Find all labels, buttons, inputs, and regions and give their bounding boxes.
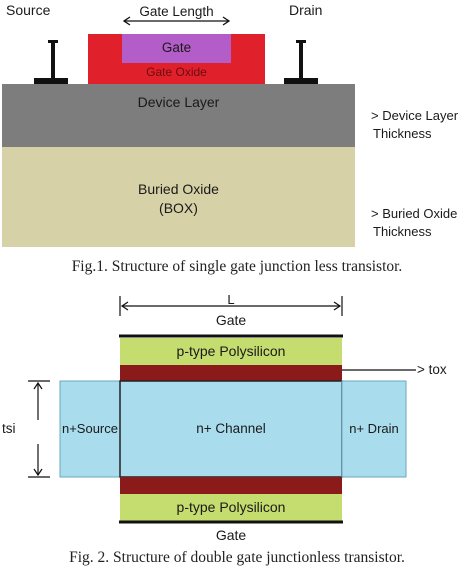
gate-label: Gate [161,40,192,55]
right-spacer [231,34,265,84]
drain-contact [284,40,318,84]
bottom-gate-oxide [120,477,342,494]
buried-oxide-thickness-label-line2: Thickness [373,224,432,239]
figure2-caption: Fig. 2. Structure of double gate junctio… [69,549,405,566]
device-layer [2,84,355,147]
source-contact [34,40,68,84]
tsi-label: tsi [2,421,16,436]
gate-oxide-label: Gate Oxide [146,65,207,79]
gate-length-arrow [122,16,231,26]
length-dimension [119,296,343,316]
drain-label-fig2: n+ Drain [349,421,399,436]
length-label: L [227,292,235,307]
buried-oxide-label: Buried Oxide [138,181,219,197]
top-polysilicon-label: p-type Polysilicon [176,343,286,359]
drain-label: Drain [289,2,323,18]
drain-region [341,380,407,478]
top-polysilicon [120,338,342,365]
buried-oxide-layer [2,147,355,247]
gate-block [122,34,231,63]
gate-length-label: Gate Length [139,4,214,19]
source-label-fig2: n+Source [61,421,118,436]
figure1-caption: Fig.1. Structure of single gate junction… [71,258,403,275]
left-spacer [88,34,122,84]
device-layer-thickness-label-line2: Thickness [373,126,432,141]
source-region [59,380,121,478]
source-label: Source [6,2,51,18]
device-layer-thickness-label: > Device Layer [371,108,459,123]
gate-oxide-block [122,63,231,84]
tox-label: > tox [417,362,447,377]
bottom-polysilicon [120,494,342,521]
channel-label: n+ Channel [196,421,266,436]
box-label: (BOX) [159,200,198,216]
device-layer-label: Device Layer [137,94,220,110]
bottom-gate-label: Gate [215,527,247,543]
top-gate-label: Gate [215,312,247,328]
bottom-polysilicon-label: p-type Polysilicon [176,499,286,515]
top-gate-oxide [120,365,342,381]
buried-oxide-thickness-label: > Buried Oxide [371,206,458,221]
tsi-dimension [28,380,50,478]
